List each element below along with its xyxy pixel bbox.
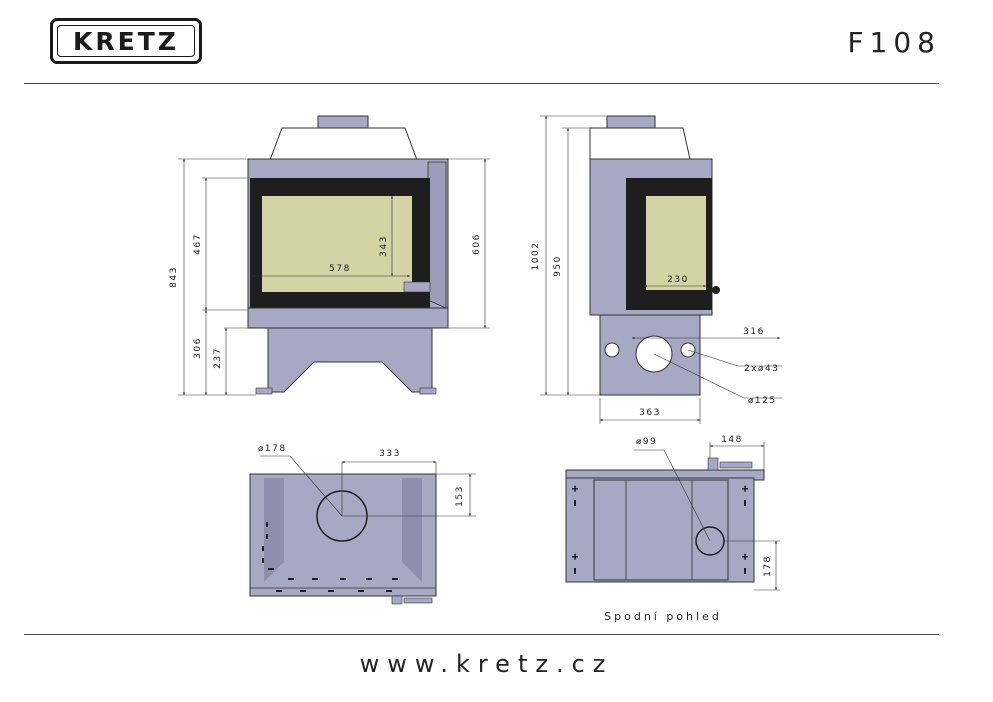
front-ash-drawer xyxy=(247,307,449,329)
bottom-dim-air-offset-x: 148 xyxy=(721,435,743,445)
side-dim-base-depth: 363 xyxy=(639,408,661,418)
website-url: www.kretz.cz xyxy=(359,650,614,678)
front-flue-collar xyxy=(317,115,369,129)
top-divider xyxy=(24,83,939,84)
side-dim-glass-width: 230 xyxy=(667,275,689,285)
top-handle-bar xyxy=(403,597,433,604)
kretz-logo: KRETZ xyxy=(50,18,202,64)
side-small-outlet-left xyxy=(604,342,620,358)
bottom-handle-bar xyxy=(719,461,753,469)
side-flue-collar xyxy=(606,115,656,129)
top-dim-flue-offset-x: 333 xyxy=(379,449,401,459)
front-dim-body-height: 606 xyxy=(472,233,482,255)
front-top-hood xyxy=(269,127,418,161)
side-door-knob xyxy=(712,286,720,294)
front-dim-glass-height: 343 xyxy=(379,235,389,257)
side-dim-flue-outlet: ⌀125 xyxy=(748,396,777,406)
logo-inner-frame xyxy=(57,25,195,57)
top-inner-panel-left xyxy=(264,478,284,582)
front-foot-left xyxy=(255,387,273,395)
bottom-view-caption: Spodní pohled xyxy=(604,610,722,623)
top-inner-panel-right xyxy=(402,478,422,582)
front-dim-leg-height: 237 xyxy=(213,347,223,369)
bottom-divider xyxy=(24,634,939,635)
front-base-stand xyxy=(267,327,433,393)
top-handle-stub xyxy=(391,595,403,605)
top-fastener-marks xyxy=(262,522,398,592)
side-dim-small-outlets: 2x⌀43 xyxy=(744,364,779,374)
front-view: 843 467 306 237 578 343 606 xyxy=(169,115,490,396)
bottom-dim-air-diameter: ⌀99 xyxy=(636,437,657,447)
front-body-side-bevel xyxy=(427,161,447,309)
model-number: F108 xyxy=(847,26,941,59)
front-dim-base-height: 306 xyxy=(193,337,203,359)
top-view: ⌀178 333 153 xyxy=(249,444,476,605)
side-dim-total-height: 1002 xyxy=(531,242,541,271)
side-dim-depth-offset: 316 xyxy=(743,327,765,337)
bottom-view: ⌀99 148 178 Spodní pohled xyxy=(565,435,780,623)
front-dim-total-height: 843 xyxy=(169,266,179,288)
bottom-fastener-marks xyxy=(572,485,748,574)
side-dim-body-height: 950 xyxy=(553,255,563,277)
side-glass xyxy=(646,196,706,290)
side-top-hood xyxy=(589,127,691,160)
bottom-dim-air-offset-y: 178 xyxy=(763,555,773,577)
top-dim-flue-diameter: ⌀178 xyxy=(258,444,287,454)
front-door-handle xyxy=(403,281,431,293)
front-foot-right xyxy=(419,387,437,395)
side-view: 1002 950 230 316 2x⌀43 ⌀125 363 xyxy=(531,115,782,424)
front-dim-glass-width: 578 xyxy=(329,264,351,274)
top-dim-flue-offset-y: 153 xyxy=(455,485,465,507)
bottom-handle-stub xyxy=(707,457,719,471)
front-glass xyxy=(262,196,412,292)
front-dim-door-height: 467 xyxy=(193,233,203,255)
logo-text: KRETZ xyxy=(73,26,179,56)
